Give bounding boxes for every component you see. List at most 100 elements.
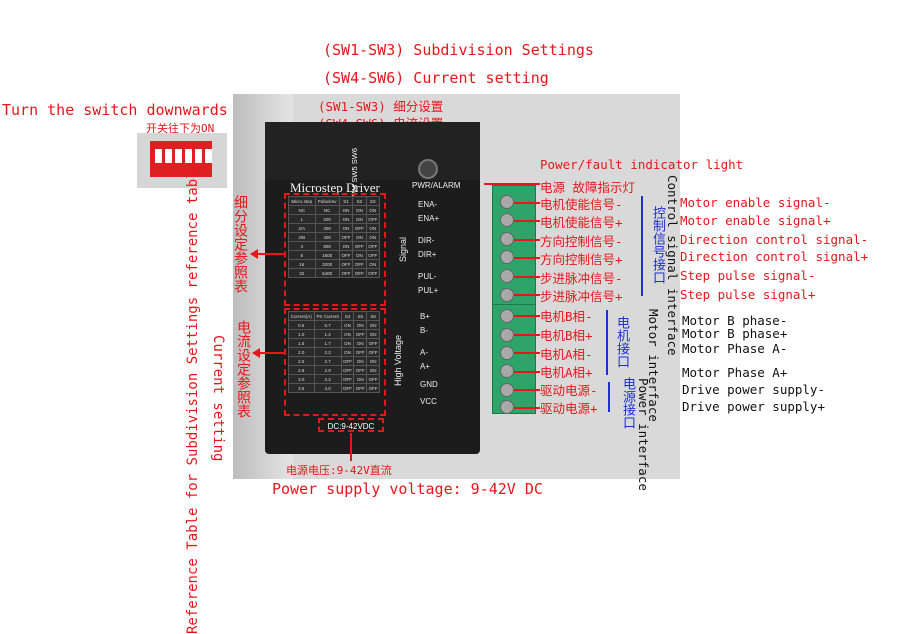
pin-dir-minus: DIR- [418,236,435,245]
dip-switch-photo [137,133,227,188]
motor-en-0: Motor B phase- [682,313,788,328]
leader-line [514,276,540,278]
motor-group-cn: 电机接口 [614,316,629,368]
pin-ena-plus: ENA+ [418,214,440,223]
terminal-screw [500,288,514,302]
current-table-frame [284,308,386,416]
ref-subdivision-vertical: Reference Table for Subdivision Settings… [185,162,201,634]
power-cn-1: 驱动电源+ [540,401,598,416]
motor-cn-3: 电机A相+ [540,365,593,380]
motor-cn-0: 电机B相- [540,309,593,324]
ref-current-vertical: Current setting [210,335,226,462]
leader-line [514,389,540,391]
leader-line [514,257,540,259]
high-voltage-group-label: High Voltage [393,334,403,386]
ctrl-en-3: Direction control signal+ [680,249,869,264]
terminal-screw [500,383,514,397]
current-table-cell: 4.0 [313,383,342,393]
terminal-screw [500,250,514,264]
arrow-head [250,249,258,259]
pin-vcc: VCC [420,397,437,406]
terminal-screw [500,346,514,360]
power-terminal-block [492,304,536,414]
pwr-alarm-label: PWR/ALARM [412,181,461,190]
leader-line [514,334,540,336]
motor-en-3: Motor Phase A+ [682,365,788,380]
current-title: (SW4-SW6) Current setting [323,69,549,87]
ctrl-cn-4: 步进脉冲信号- [540,271,623,286]
ctrl-en-1: Motor enable signal+ [680,213,831,228]
pin-ena-minus: ENA- [418,200,438,209]
terminal-screw [500,195,514,209]
microstep-table-cell: OFF [365,268,381,278]
pin-b-plus: B+ [420,312,431,321]
terminal-screw [500,400,514,414]
pin-pul-minus: PUL- [418,272,437,281]
power-indicator-en: Power/fault indicator light [540,157,744,172]
control-group-cn: 控制信号接口 [650,206,665,284]
pin-dir-plus: DIR+ [418,250,437,259]
leader-line [514,352,540,354]
terminal-screw [500,364,514,378]
control-bracket [641,196,643,296]
potentiometer-knob [418,159,438,179]
terminal-screw [500,309,514,323]
cn-current-table: 电流设定参照表 [235,320,251,418]
cn-subdivision-table: 细分设定参照表 [232,195,248,293]
control-terminal-block [492,185,536,312]
motor-bracket [606,310,608,375]
terminal-screw [500,269,514,283]
dc-voltage-label: DC:9-42VDC [318,418,384,432]
power-group-en: Power interface [636,378,651,491]
signal-group-label: Signal [398,236,408,262]
pin-a-plus: A+ [420,362,431,371]
leader-line [514,239,540,241]
indicator-leader [484,183,540,185]
ctrl-cn-3: 方向控制信号+ [540,252,623,267]
subdivision-title: (SW1-SW3) Subdivision Settings [323,41,594,59]
current-table-cell: OFF [366,383,380,393]
power-cn-0: 驱动电源- [540,383,598,398]
leader-line [514,315,540,317]
ctrl-cn-0: 电机使能信号- [540,197,623,212]
arrow-line [257,352,285,354]
pin-a-minus: A- [420,348,428,357]
leader-line [514,220,540,222]
switch-hint-cn: 开关往下为ON [146,122,215,135]
terminal-screw [500,232,514,246]
power-en-1: Drive power supply+ [682,399,825,414]
supply-voltage-en: Power supply voltage: 9-42V DC [272,480,543,498]
motor-en-2: Motor Phase A- [682,341,788,356]
arrow-line [255,253,285,255]
ctrl-cn-2: 方向控制信号- [540,234,623,249]
leader-line [514,407,540,409]
pin-gnd: GND [420,380,438,389]
power-bracket [608,382,610,412]
leader-line [514,371,540,373]
ctrl-en-4: Step pulse signal- [680,268,816,283]
sw13-cn-label: (SW1-SW3) 细分设置 [318,99,444,114]
ctrl-cn-5: 步进脉冲信号+ [540,289,623,304]
stepper-driver-body [265,122,480,454]
ctrl-en-0: Motor enable signal- [680,195,831,210]
ctrl-en-5: Step pulse signal+ [680,287,816,302]
power-en-0: Drive power supply- [682,382,825,397]
control-group-en: Control signal interface [665,175,680,356]
leader-line [514,202,540,204]
pin-b-minus: B- [420,326,428,335]
motor-group-en: Motor interface [646,309,661,422]
terminal-screw [500,328,514,342]
supply-voltage-cn: 电源电压:9-42V直流 [286,464,392,477]
voltage-leader [350,433,352,461]
microstep-table-frame [284,193,386,306]
arrow-head [252,348,260,358]
ctrl-en-2: Direction control signal- [680,232,869,247]
